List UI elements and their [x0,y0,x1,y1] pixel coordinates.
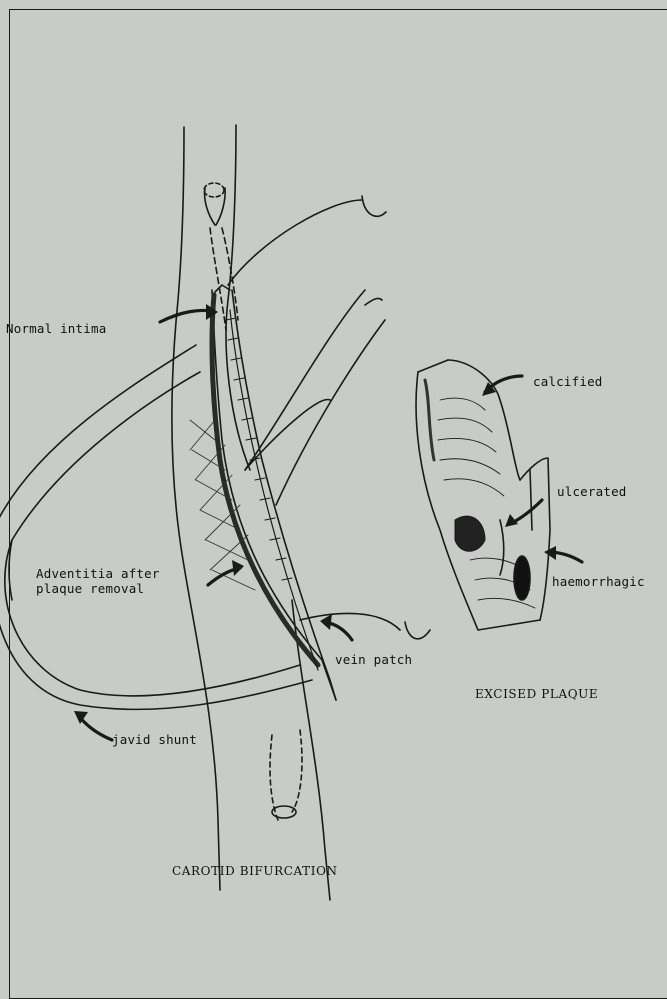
arteriotomy-patch [212,285,336,700]
excised-plaque [416,360,550,630]
caption-excised-plaque: EXCISED PLAQUE [475,687,598,702]
label-normal-intima: Normal intima [6,321,106,336]
label-haemorrhagic: haemorrhagic [552,574,645,589]
caption-carotid-bifurcation: CAROTID BIFURCATION [172,864,338,879]
carotid-artery [172,125,330,900]
label-adventitia: Adventitia after plaque removal [36,566,160,596]
label-calcified: calcified [533,374,603,389]
label-javid-shunt: javid shunt [112,732,197,747]
label-vein-patch: vein patch [335,652,412,667]
label-ulcerated: ulcerated [557,484,627,499]
javid-shunt [0,345,312,709]
